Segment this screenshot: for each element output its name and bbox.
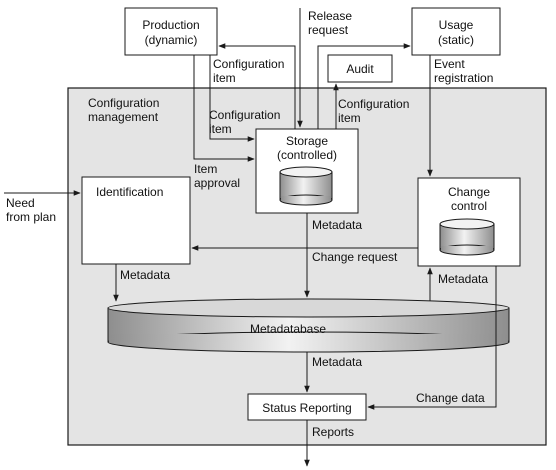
change-control-title: Change: [448, 185, 490, 199]
production-config-item-arrow: [209, 55, 255, 142]
storage-subtitle: (controlled): [277, 148, 337, 162]
production-box: Production (dynamic): [124, 7, 218, 56]
metadata-storage-label: Metadata: [312, 218, 362, 232]
release-request-label: Release request: [308, 9, 355, 37]
item-approval-arrow: [193, 55, 255, 162]
status-reporting-box: Status Reporting: [247, 393, 367, 421]
item-approval-label: Item approval: [194, 162, 240, 190]
usage-box: Usage (static): [411, 7, 501, 56]
metadata-bottom-label: Metadata: [312, 355, 362, 369]
audit-label: Audit: [346, 62, 374, 76]
event-registration-label: Event registration: [434, 57, 493, 85]
reports-label: Reports: [312, 425, 354, 439]
identification-label: Identification: [96, 185, 163, 199]
storage-title: Storage: [286, 134, 328, 148]
metadatabase-label: Metadatabase: [250, 322, 326, 336]
need-from-plan-label: Need from plan: [6, 196, 56, 224]
change-request-label: Change request: [312, 250, 398, 264]
storage-to-usage-arrow: [317, 43, 411, 129]
configuration-item-top-label: Configuration item: [213, 57, 288, 85]
storage-cylinder-icon: [279, 166, 333, 206]
change-control-cylinder-icon: [439, 218, 495, 256]
metadata-change-control-label: Metadata: [438, 272, 488, 286]
audit-box: Audit: [327, 54, 393, 83]
metadatabase-cylinder: Metadatabase: [107, 298, 510, 353]
status-reporting-label: Status Reporting: [262, 401, 351, 415]
usage-title: Usage: [439, 18, 474, 32]
storage-box: Storage (controlled): [255, 128, 359, 214]
production-subtitle: (dynamic): [145, 33, 198, 47]
production-title: Production: [142, 18, 199, 32]
change-control-subtitle: control: [451, 199, 487, 213]
change-control-box: Change control: [417, 177, 521, 267]
usage-subtitle: (static): [438, 33, 474, 47]
change-data-arrow: [367, 266, 497, 410]
region-label: Configuration management: [88, 96, 163, 124]
change-data-label: Change data: [416, 391, 485, 405]
metadata-identification-label: Metadata: [120, 268, 170, 282]
configuration-item-right-label: Configuration item: [338, 97, 413, 125]
identification-box: Identification: [81, 176, 191, 265]
configuration-item-to-production-arrow: [218, 43, 296, 129]
configuration-item-left-label: Configuration item: [209, 108, 284, 136]
